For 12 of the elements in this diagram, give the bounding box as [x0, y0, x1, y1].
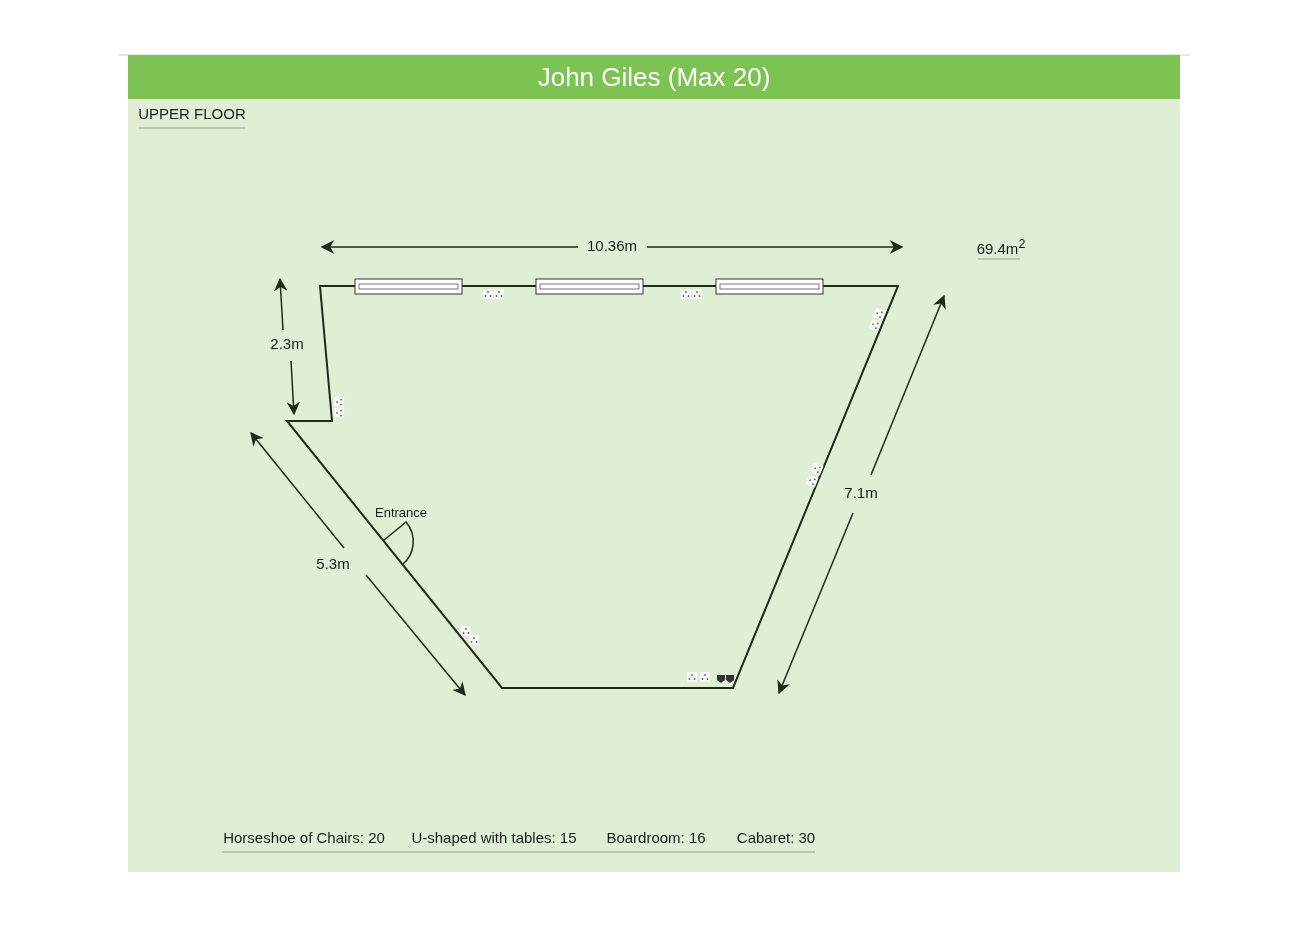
- area-label: 69.4m$^{2}$: [976, 235, 1026, 258]
- title-banner: John Giles (Max 20): [128, 55, 1180, 99]
- capacity-text: Cabaret: 30: [736, 829, 816, 847]
- dimension-label: 5.3m: [316, 555, 350, 573]
- dimension-label: 2.3m: [270, 335, 304, 353]
- capacity-text: Boardroom: 16: [606, 829, 706, 847]
- floor-heading: UPPER FLOOR: [138, 105, 246, 123]
- dimension-label: 10.36m: [587, 237, 637, 255]
- capacity-text: U-shaped with tables: 15: [411, 829, 577, 847]
- dimension-label: 7.1m: [844, 484, 878, 502]
- entrance-label: Entrance: [375, 504, 427, 522]
- capacity-text: Horseshoe of Chairs: 20: [223, 829, 385, 847]
